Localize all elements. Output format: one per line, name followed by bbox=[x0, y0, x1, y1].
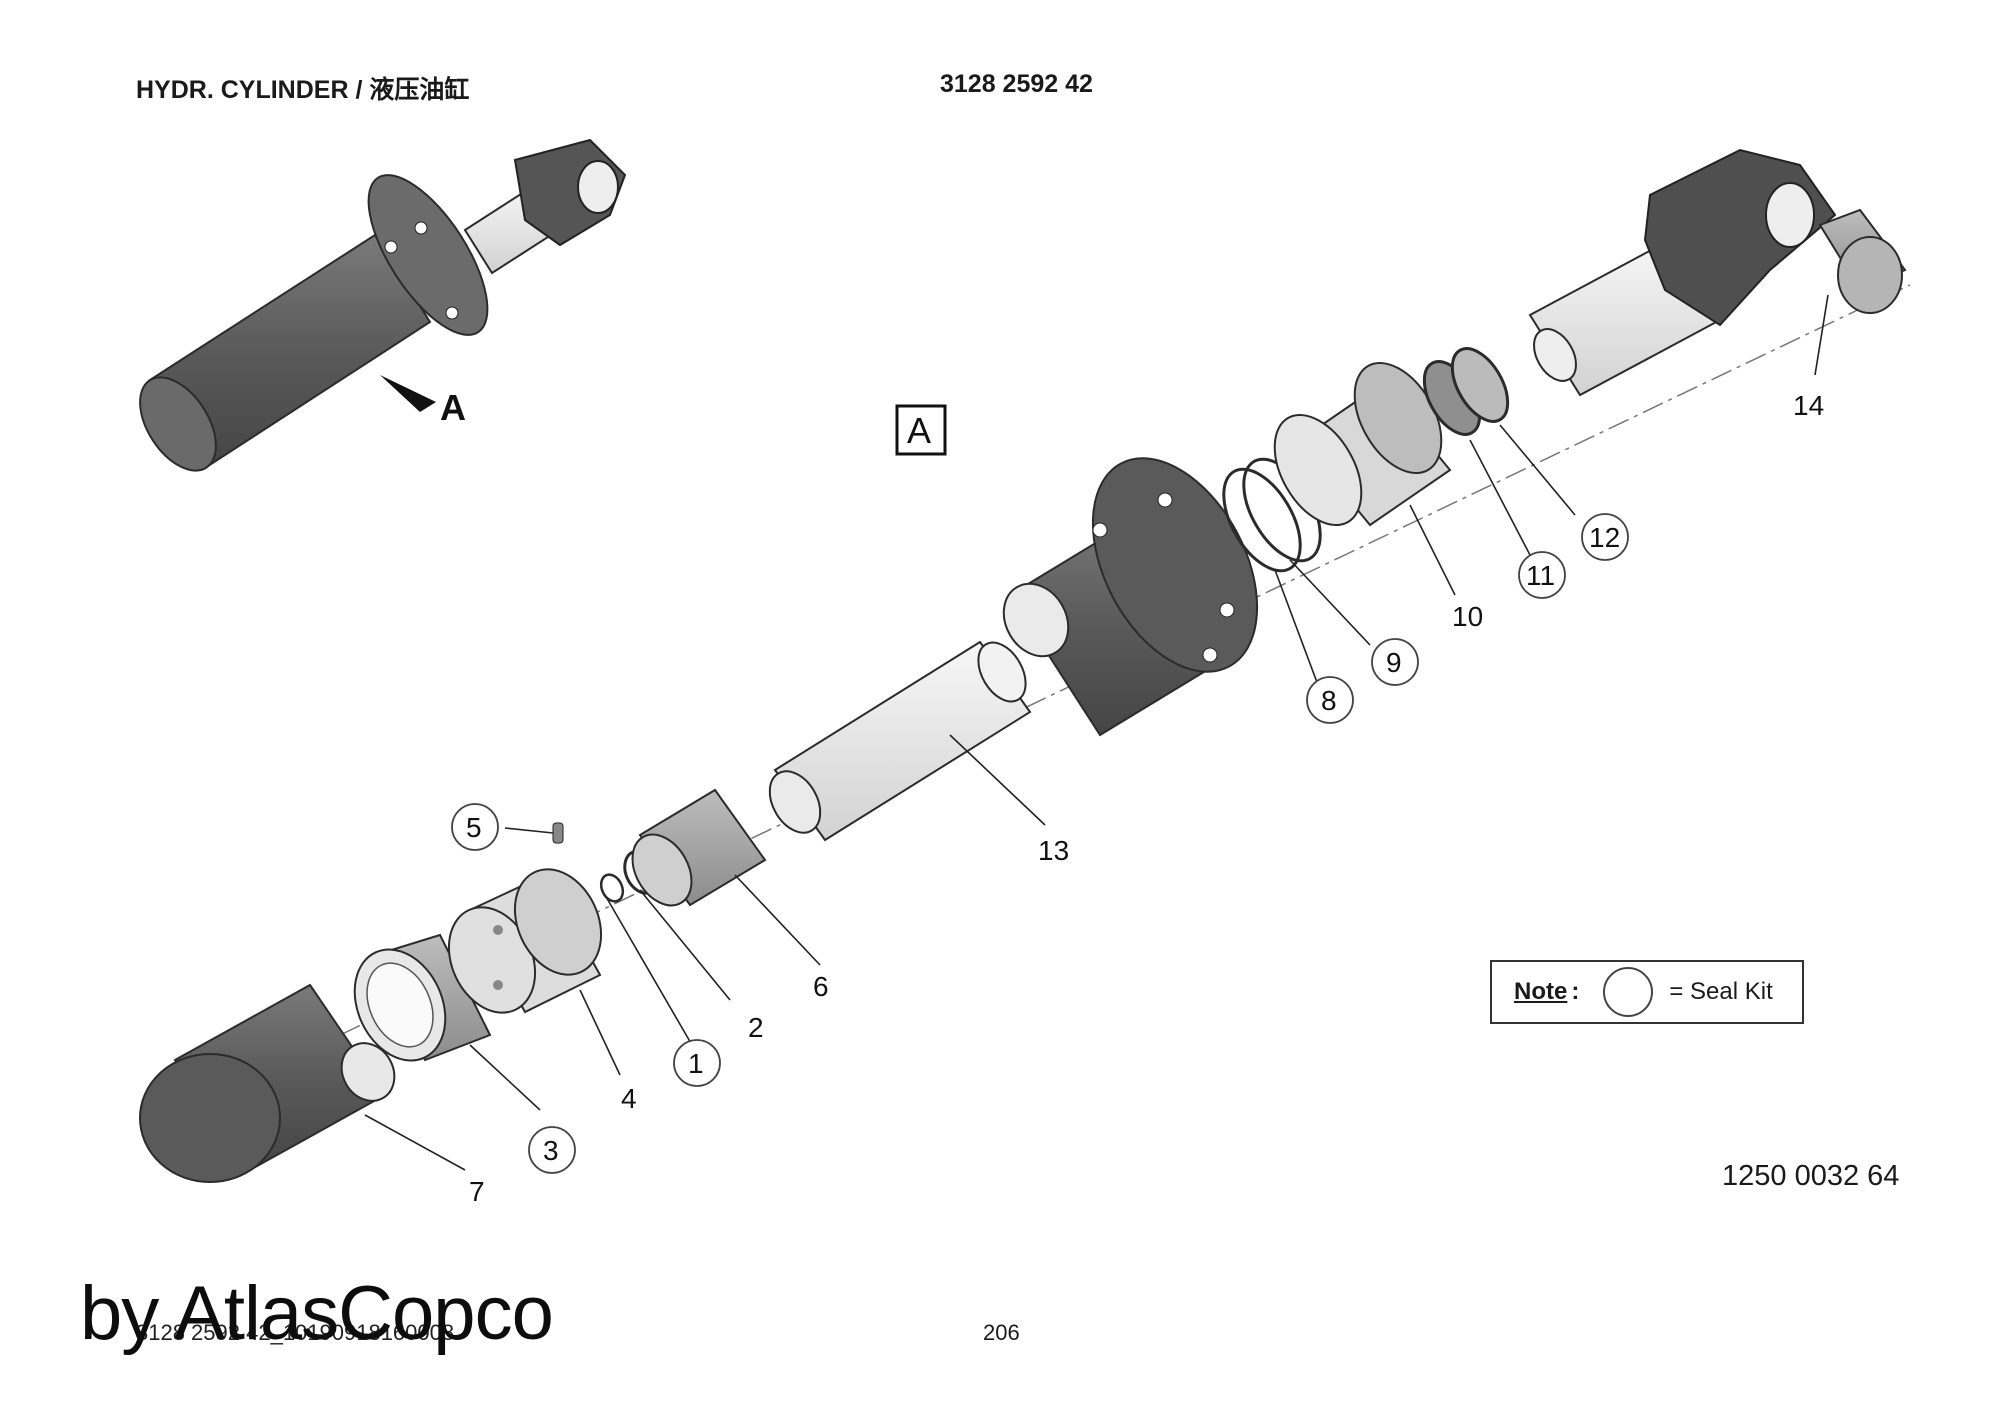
callout-11: 11 bbox=[1526, 560, 1555, 591]
part-3-bushing bbox=[353, 933, 492, 1062]
page-title: HYDR. CYLINDER / 液压油缸 bbox=[136, 76, 470, 104]
view-a-box bbox=[895, 404, 947, 456]
callout-6: 6 bbox=[813, 971, 829, 1002]
watermark: by AtlasCopco bbox=[80, 1271, 554, 1356]
callout-circle-1 bbox=[673, 1039, 721, 1087]
callout-12: 12 bbox=[1589, 522, 1620, 553]
part-12-wiper bbox=[1450, 347, 1510, 423]
callout-4: 4 bbox=[621, 1083, 637, 1114]
callout-14: 14 bbox=[1793, 390, 1824, 421]
document-number: 3128 2592 42 bbox=[940, 70, 1093, 98]
callout-8: 8 bbox=[1321, 685, 1337, 716]
center-line bbox=[339, 284, 1911, 1036]
rod-end bbox=[1528, 148, 1837, 397]
part-13-rod bbox=[768, 640, 1032, 842]
callout-circle-5 bbox=[451, 803, 499, 851]
callout-10: 10 bbox=[1452, 601, 1483, 632]
callout-circle-12 bbox=[1581, 513, 1629, 561]
callout-circle-11 bbox=[1518, 551, 1566, 599]
callout-9: 9 bbox=[1386, 647, 1402, 678]
part-10-gland bbox=[1273, 362, 1452, 527]
part-1-oring bbox=[599, 873, 625, 903]
seal-kit-circle-symbol bbox=[1603, 967, 1654, 1017]
callout-3: 3 bbox=[543, 1135, 559, 1166]
part-6-sleeve bbox=[631, 788, 767, 907]
view-a-marker: A bbox=[440, 387, 466, 428]
note-text: = Seal Kit bbox=[1669, 978, 1773, 1005]
cylinder-barrel bbox=[1002, 457, 1259, 737]
callout-circle-3 bbox=[528, 1126, 576, 1174]
page-number: 206 bbox=[983, 1320, 1020, 1345]
callout-1: 1 bbox=[688, 1048, 704, 1079]
part-5-pin bbox=[552, 822, 564, 844]
footer-file-name: 3128 2592 42_10190918160008 bbox=[136, 1320, 455, 1345]
view-a-box-label: A bbox=[907, 410, 931, 451]
part-14-bushing bbox=[1818, 208, 1907, 314]
seal-kit-note: Note : = Seal Kit bbox=[1490, 960, 1804, 1024]
callout-circle-8 bbox=[1306, 676, 1354, 724]
note-colon: : bbox=[1571, 978, 1580, 1005]
callout-5: 5 bbox=[466, 812, 482, 843]
callout-13: 13 bbox=[1038, 835, 1069, 866]
leader-lines bbox=[364, 294, 1829, 1171]
callouts: 1 2 3 4 5 6 7 8 9 10 11 12 13 14 bbox=[451, 390, 1824, 1207]
part-4-piston bbox=[447, 868, 603, 1014]
note-label: Note bbox=[1514, 978, 1568, 1005]
callout-circle-9 bbox=[1371, 638, 1419, 686]
overview-cylinder bbox=[139, 138, 627, 472]
callout-2: 2 bbox=[748, 1012, 764, 1043]
callout-7: 7 bbox=[469, 1176, 485, 1207]
part-7-cap bbox=[139, 983, 396, 1183]
seal-kit-number: 1250 0032 64 bbox=[1722, 1160, 1900, 1192]
part-8-ring bbox=[1222, 467, 1302, 573]
